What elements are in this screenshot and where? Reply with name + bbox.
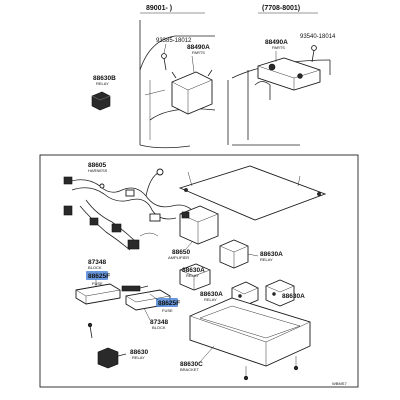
label-bracket: BRACKET	[180, 367, 199, 372]
header-left-range: 89001- )	[146, 5, 172, 12]
highlight-fuse-2	[156, 298, 178, 307]
mounting-plate	[178, 165, 327, 221]
label-relay-2: RELAY	[186, 273, 199, 278]
label-88625f-2: 88625F	[158, 300, 180, 307]
label-87348-1: 87348	[88, 259, 106, 266]
label-88630a-1: 88630A	[260, 251, 283, 258]
leader-88625f-2	[149, 293, 159, 301]
leader-87348-2	[143, 307, 151, 321]
fuse-block-1	[75, 283, 121, 305]
label-88650: 88650	[172, 249, 190, 256]
bracket-88630c	[189, 297, 311, 381]
relay-88630b	[91, 91, 111, 111]
label-88605: 88605	[88, 162, 106, 169]
label-parts-right: PARTS	[272, 45, 285, 50]
label-88625f-1: 88625F	[88, 273, 110, 280]
label-87348-2: 87348	[150, 319, 168, 326]
fuse-strip-1	[121, 285, 149, 292]
detail-frame	[39, 154, 359, 388]
label-88490a-right: 88490A	[265, 39, 288, 46]
label-fuse-2: FUSE	[162, 308, 173, 313]
leader-88630a-1	[247, 253, 259, 257]
label-block-1: BLOCK	[88, 265, 102, 270]
wire-harness	[63, 168, 197, 251]
label-88630a-3: 88630A	[200, 291, 223, 298]
label-relay-1: RELAY	[260, 257, 273, 262]
label-88630a-4: 88630A	[282, 293, 305, 300]
parts-box-left	[171, 69, 213, 115]
relay-88630a-4	[265, 279, 295, 307]
label-harness: HARNESS	[88, 168, 108, 173]
label-relay-88630b: RELAY	[96, 81, 109, 86]
label-93385: 93385-18012	[156, 38, 192, 44]
screw-small	[87, 322, 93, 339]
header-right-range: (7708-8001)	[262, 5, 300, 12]
leader-93385	[163, 43, 167, 54]
highlight-fuse-1	[86, 271, 108, 280]
footer-code: WBMS7	[332, 381, 347, 386]
leader-88630c	[199, 345, 215, 363]
label-88630c: 88630C	[180, 361, 203, 368]
parts-box-right	[257, 57, 321, 91]
label-88630: 88630	[130, 349, 148, 356]
label-88630b: 88630B	[93, 75, 116, 82]
relay-88630a-2	[179, 263, 211, 291]
bolt-93385	[161, 53, 167, 71]
leader-88650	[185, 241, 193, 250]
label-parts-left: PARTS	[192, 50, 205, 55]
label-relay-3: RELAY	[204, 297, 217, 302]
leader-88490a-left	[191, 55, 195, 73]
amplifier-88650	[179, 205, 219, 245]
relay-88630a-1	[219, 239, 249, 269]
label-88630a-2: 88630A	[182, 267, 205, 274]
label-amplifier: AMPLIFIER	[168, 255, 189, 260]
label-relay-88630: RELAY	[132, 355, 145, 360]
relay-88630	[97, 347, 127, 369]
bolt-93540	[311, 45, 317, 63]
vehicle-left-view	[139, 20, 216, 149]
label-fuse-1: FUSE	[92, 281, 103, 286]
label-block-2: BLOCK	[152, 325, 166, 330]
label-88490a-left: 88490A	[187, 44, 210, 51]
label-93540: 93540-18014	[300, 34, 336, 40]
